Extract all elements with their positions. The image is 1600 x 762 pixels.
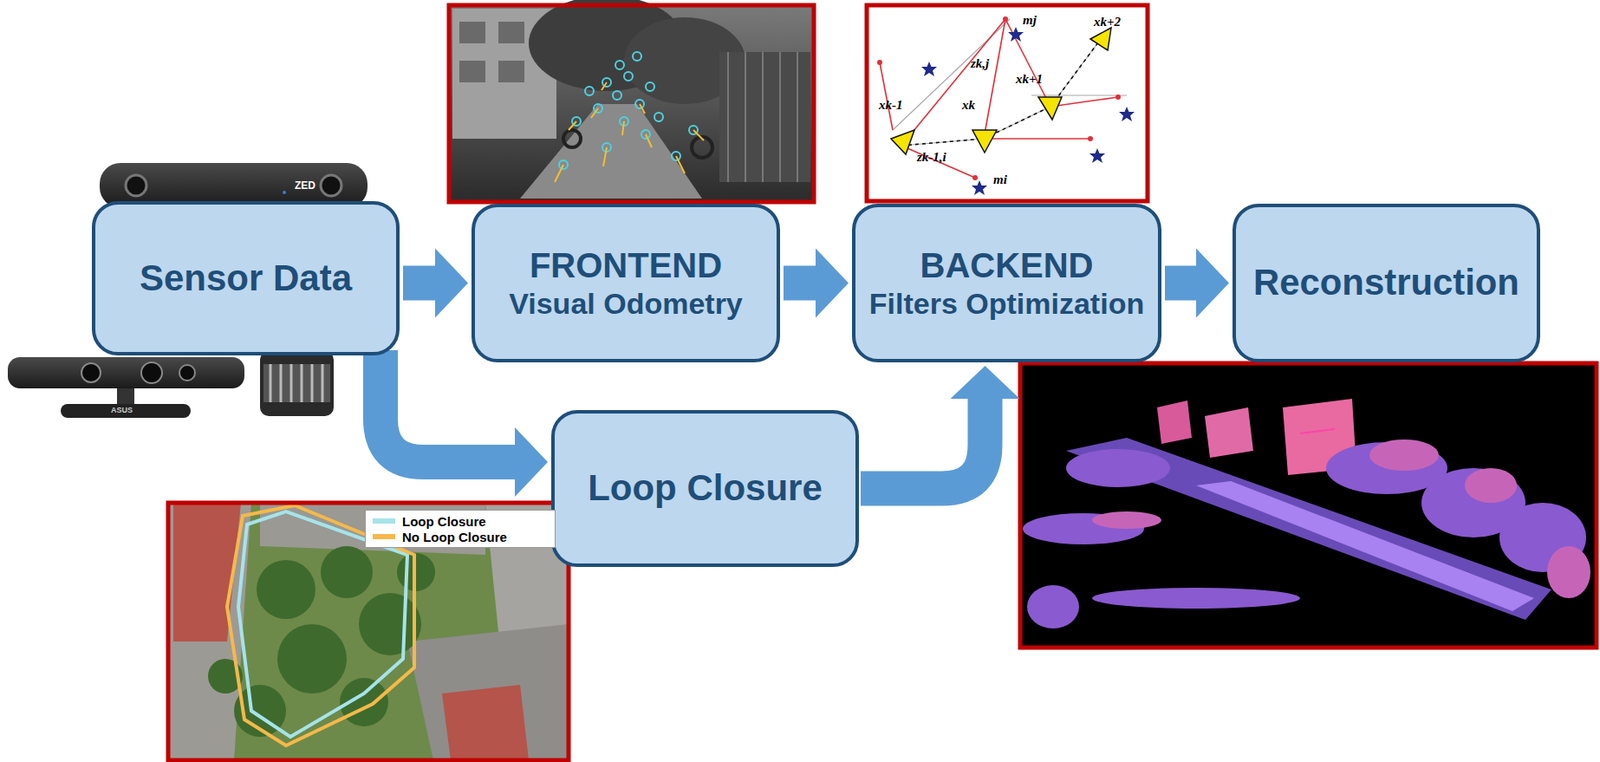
process-box: Sensor Data (91, 201, 400, 356)
box-subtitle: Visual Odometry (508, 286, 743, 322)
arrow-head (1196, 248, 1230, 319)
annotation-label: ZED (294, 180, 316, 191)
annotation-label: xk (962, 98, 976, 112)
flow-arrow (783, 248, 849, 319)
arrow-head (815, 248, 849, 319)
legend-swatch (372, 518, 396, 524)
lidar-sensor (260, 351, 334, 417)
flow-arrow (1164, 248, 1230, 319)
process-box: FRONTENDVisual Odometry (471, 203, 781, 363)
point-cloud (1020, 363, 1597, 648)
box-title: Sensor Data (139, 256, 352, 300)
legend-text: Loop Closure (402, 513, 487, 529)
annotation-label: xk+2 (1093, 15, 1121, 29)
box-title: BACKEND (920, 244, 1094, 287)
feature-tracking-photo (448, 0, 814, 202)
map-legend: Loop ClosureNo Loop Closure (364, 509, 556, 548)
process-box: BACKENDFilters Optimization (852, 203, 1162, 363)
box-title: FRONTEND (529, 244, 722, 287)
annotation-label: mi (993, 173, 1008, 187)
arrow-shaft (403, 266, 437, 301)
asus-camera (7, 357, 245, 418)
annotation-label: xk+1 (1015, 72, 1043, 86)
arrow-head (514, 427, 548, 497)
arrow-shaft (860, 396, 986, 489)
factor-graph (866, 5, 1148, 202)
annotation-label: xk-1 (878, 98, 904, 112)
arrow-shaft (1164, 266, 1198, 301)
arrow-shaft (783, 266, 818, 301)
legend-row: No Loop Closure (372, 528, 548, 545)
flow-arrow (860, 365, 1021, 489)
process-box: Reconstruction (1232, 203, 1541, 363)
aerial-map (168, 502, 569, 761)
legend-row: Loop Closure (372, 513, 548, 529)
flow-arrow (380, 350, 548, 497)
arrow-head (435, 248, 469, 319)
annotation-label: zk,j (970, 57, 989, 71)
legend-swatch (372, 533, 396, 540)
annotation-label: zk-1,i (917, 150, 947, 164)
arrow-head (950, 365, 1021, 399)
annotation-label: ASUS (110, 406, 133, 415)
box-title: Loop Closure (587, 466, 823, 510)
annotation-label: mj (1022, 13, 1037, 27)
flow-arrow (403, 248, 469, 319)
box-subtitle: Filters Optimization (869, 286, 1145, 322)
arrow-shaft (380, 350, 517, 462)
box-title: Reconstruction (1253, 260, 1520, 305)
legend-text: No Loop Closure (402, 529, 508, 545)
process-box: Loop Closure (551, 409, 859, 567)
